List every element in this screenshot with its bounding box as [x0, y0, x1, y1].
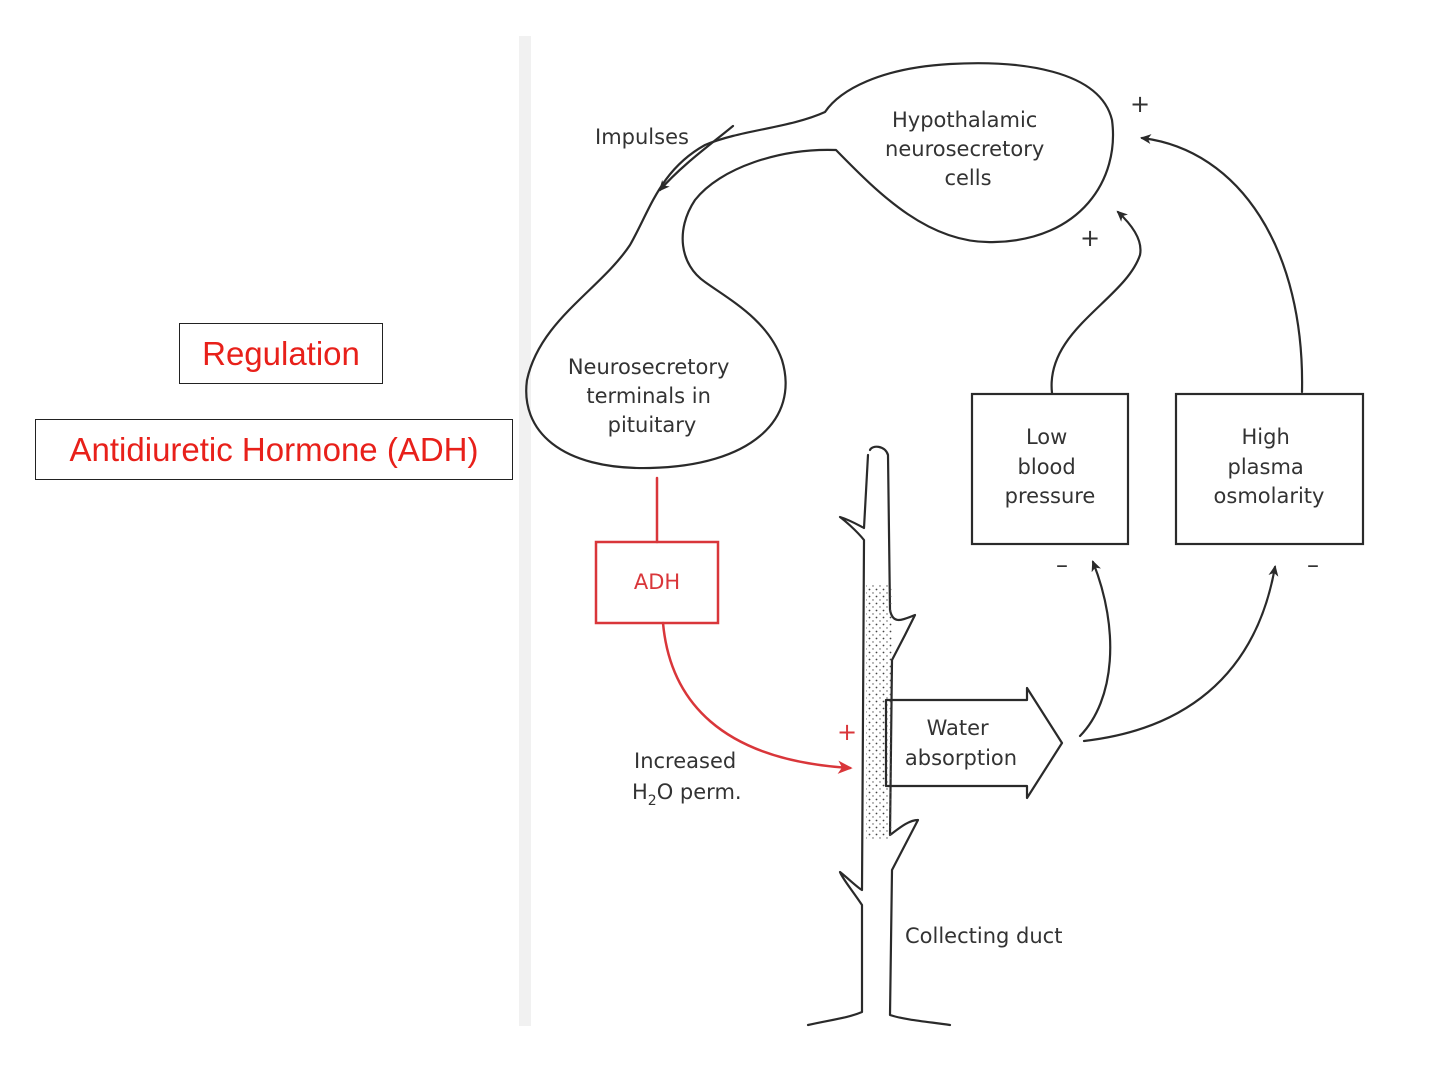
plus-sign-top: +: [1130, 90, 1150, 118]
low-bp-to-hypothalamus-arrow: [1050, 210, 1142, 395]
plus-sign-mid: +: [1080, 224, 1100, 252]
high-osm-to-hypothalamus-arrow: [1140, 134, 1304, 394]
low-blood-pressure-label: Low blood pressure: [1005, 425, 1096, 508]
water-to-high-osm-arrow: [1082, 565, 1279, 743]
water-absorption-label: Water absorption: [905, 716, 1017, 770]
scan-edge: [519, 36, 531, 1026]
water-absorption-arrow: [884, 686, 1064, 800]
water-to-low-bp-arrow: [1078, 560, 1112, 738]
minus-sign-right: –: [1307, 551, 1319, 579]
impulses-label: Impulses: [595, 125, 689, 149]
high-plasma-osmolarity-label: High plasma osmolarity: [1214, 425, 1325, 508]
high-plasma-osmolarity-box: [1174, 392, 1365, 546]
regulation-heading: Regulation: [179, 323, 383, 384]
duct-stippled-region: [866, 585, 892, 840]
adh-subheading-text: Antidiuretic Hormone (ADH): [69, 430, 479, 468]
h2o-perm-label: H2O perm.: [632, 780, 742, 809]
collecting-duct-label: Collecting duct: [905, 924, 1062, 948]
low-blood-pressure-box: [970, 392, 1130, 546]
adh-box: [594, 540, 720, 625]
impulses-arrow: [658, 124, 735, 192]
hypothalamus-neuron-outline: [525, 62, 1115, 470]
minus-sign-left: –: [1056, 551, 1068, 579]
regulation-heading-text: Regulation: [202, 334, 360, 372]
adh-label: ADH: [634, 570, 680, 594]
increased-perm-label: Increased: [634, 749, 736, 773]
hypothalamus-label: Hypothalamic neurosecretory cells: [885, 108, 1051, 190]
plus-sign-red: +: [837, 718, 857, 746]
terminals-label: Neurosecretory terminals in pituitary: [568, 355, 736, 437]
adh-to-duct-arrow: [661, 621, 853, 774]
adh-subheading: Antidiuretic Hormone (ADH): [35, 419, 513, 480]
